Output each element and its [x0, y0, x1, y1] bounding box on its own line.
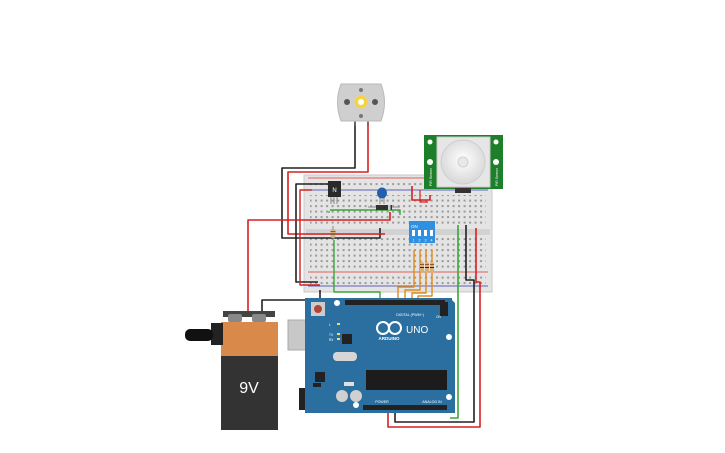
wire-motor-red[interactable]: [287, 122, 385, 235]
resistor[interactable]: [420, 262, 424, 273]
transistor[interactable]: N: [328, 181, 341, 204]
wire-motor-black[interactable]: [281, 122, 381, 239]
dip-toggle-1[interactable]: [412, 230, 415, 236]
dip-on-label: ON: [411, 224, 418, 229]
usb-chip: [342, 334, 352, 344]
dip-number: 4: [431, 239, 433, 243]
wire-orange-4[interactable]: [397, 250, 415, 302]
battery-label: 9V: [239, 380, 259, 397]
resistor[interactable]: [425, 262, 429, 273]
arduino-brand: ARDUINO: [379, 336, 400, 341]
arduino-uno[interactable]: ARDUINO UNO DIGITAL (PWM~) POWER ANALOG …: [185, 298, 455, 413]
capacitor[interactable]: [377, 187, 387, 205]
dip-switch[interactable]: ON 1 2 3 4: [409, 221, 435, 243]
dip-toggle-2[interactable]: [418, 230, 421, 236]
led-tx-label: TX: [329, 333, 334, 337]
dip-number: 2: [419, 239, 421, 243]
wire-red-right[interactable]: [387, 228, 481, 428]
dc-motor[interactable]: [337, 83, 385, 126]
wire-battery-black[interactable]: [261, 290, 321, 312]
wire-green-right[interactable]: [450, 225, 459, 419]
pir-sensor[interactable]: PIR Sensor PIR Sensor: [424, 135, 503, 193]
wire-rail-red-left[interactable]: [299, 189, 320, 286]
dip-number: 1: [413, 239, 415, 243]
battery-9v[interactable]: 9V: [221, 311, 278, 430]
led-l-label: L: [329, 323, 331, 327]
resistors: [330, 226, 434, 273]
wire-battery-red[interactable]: [247, 212, 391, 312]
wire-pir-vcc[interactable]: [411, 186, 431, 201]
power-label: POWER: [375, 400, 389, 404]
transistor-label: N: [332, 188, 336, 194]
atmega-chip: [366, 370, 447, 390]
wire-green-base[interactable]: [330, 209, 401, 215]
wire-green-signal[interactable]: [333, 240, 381, 302]
dip-toggle-4[interactable]: [430, 230, 433, 236]
arduino-logo-icon: [376, 321, 402, 335]
dip-number: 3: [425, 239, 427, 243]
led-on-label: ON: [436, 315, 441, 319]
wire-black-right[interactable]: [394, 225, 475, 423]
wire-pir-vcc2[interactable]: [419, 190, 428, 203]
digital-label: DIGITAL (PWM~): [396, 313, 424, 317]
wire-transistor-gnd[interactable]: [295, 183, 330, 283]
pir-right-label: PIR Sensor: [495, 167, 499, 186]
resistor[interactable]: [430, 262, 434, 273]
led-rx-label: RX: [329, 338, 334, 342]
dip-toggle-3[interactable]: [424, 230, 427, 236]
resistor[interactable]: [330, 226, 336, 240]
arduino-model: UNO: [406, 325, 428, 336]
diode[interactable]: [368, 205, 400, 210]
analog-label: ANALOG IN: [422, 400, 442, 404]
pir-left-label: PIR Sensor: [429, 167, 433, 186]
breadboard: [303, 174, 493, 293]
